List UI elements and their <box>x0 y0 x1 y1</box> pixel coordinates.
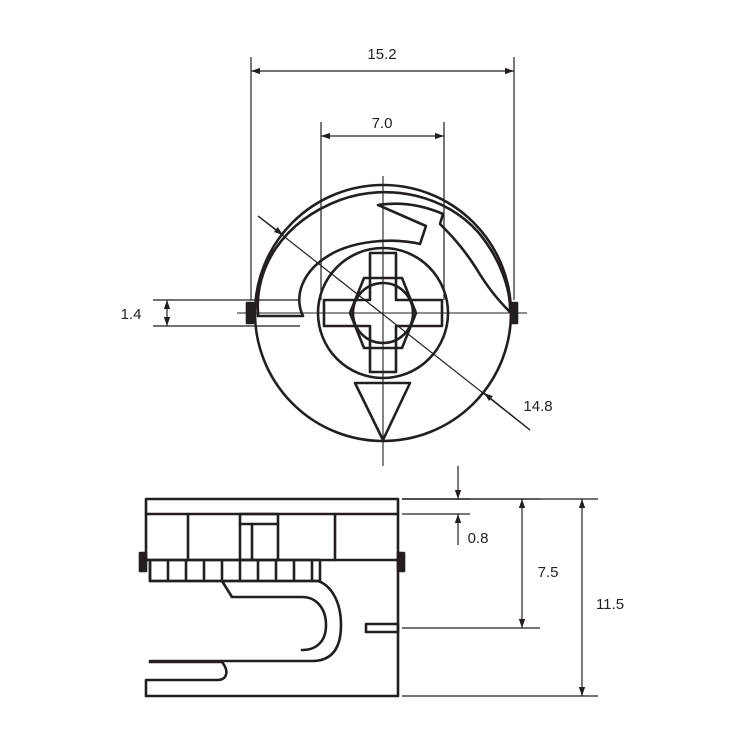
side-view: 0.8 7.5 11.5 <box>138 466 624 698</box>
hex-socket <box>348 276 418 350</box>
diameter-arrow-upper <box>257 215 284 236</box>
diameter-arrow-lower <box>483 392 531 431</box>
label-diameter: 14.8 <box>523 398 552 415</box>
label-slot-height: 1.4 <box>121 306 142 323</box>
hook-inner-curve <box>220 579 328 652</box>
hub-circle <box>316 246 450 380</box>
cross-slot <box>322 251 444 374</box>
left-notch <box>245 301 255 325</box>
label-mid-height: 7.5 <box>538 564 559 581</box>
right-notch <box>509 301 519 325</box>
central-slot <box>238 512 280 562</box>
hex-inner-circle <box>351 281 415 345</box>
label-overall-width: 15.2 <box>367 46 396 63</box>
label-top-offset: 0.8 <box>468 530 489 547</box>
side-small-slot <box>364 622 400 634</box>
cam-groove <box>256 190 512 318</box>
label-total-height: 11.5 <box>596 596 624 613</box>
position-arrow <box>353 381 412 442</box>
left-nub <box>138 551 148 573</box>
right-nub <box>396 551 406 573</box>
knurled-band <box>148 558 322 583</box>
side-body-outline <box>144 497 400 698</box>
label-hex-width: 7.0 <box>372 115 393 132</box>
top-view: 15.2 7.0 1.4 14.8 <box>121 46 553 466</box>
knurl-teeth <box>166 560 314 581</box>
